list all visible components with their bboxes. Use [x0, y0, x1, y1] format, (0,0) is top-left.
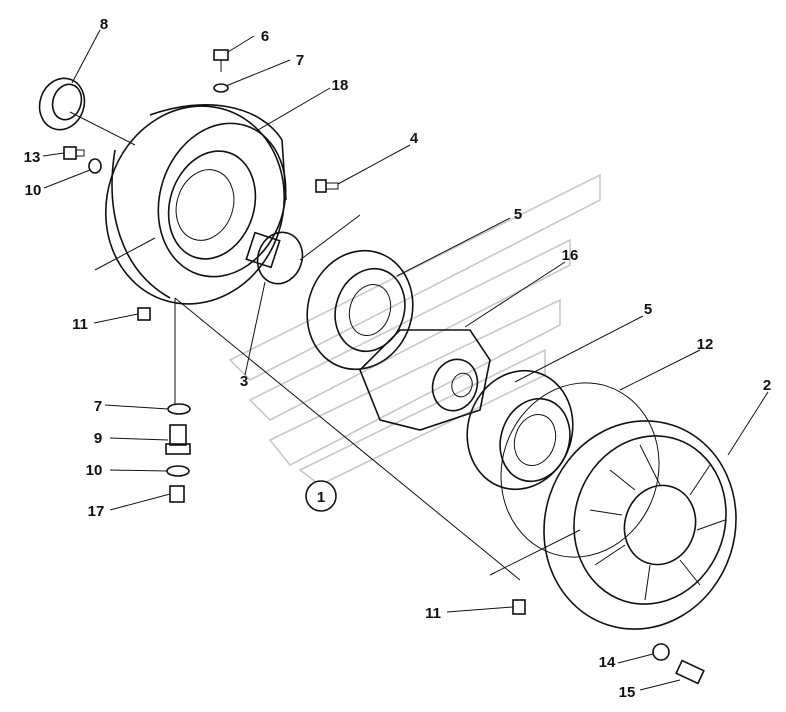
small-parts	[63, 49, 705, 685]
bearing-lower	[466, 369, 574, 491]
callout-7-top: 7	[296, 52, 304, 69]
callout-4: 4	[410, 130, 419, 147]
assembly-callout-circle	[305, 480, 337, 512]
callout-13: 13	[24, 149, 41, 166]
assembly-lines	[69, 111, 581, 581]
seal-ring	[38, 77, 86, 131]
callout-9: 9	[94, 430, 102, 447]
callout-3: 3	[240, 373, 248, 390]
callout-15: 15	[619, 684, 636, 701]
crank-eccentric	[359, 329, 491, 431]
callout-5-upper: 5	[514, 206, 522, 223]
callout-8: 8	[100, 16, 108, 33]
watermark	[228, 173, 601, 486]
callout-1: 1	[317, 489, 325, 506]
leader-lines	[42, 29, 769, 691]
bearing-upper	[306, 249, 414, 371]
o-ring	[500, 382, 660, 558]
callout-14: 14	[599, 654, 616, 671]
callout-5-lower: 5	[644, 301, 652, 318]
callout-10-top: 10	[25, 182, 42, 199]
callout-6: 6	[261, 28, 269, 45]
callout-7-bottom: 7	[94, 398, 102, 415]
callout-11-bottom: 11	[425, 605, 441, 622]
callout-18: 18	[332, 77, 349, 94]
pinion-flange	[245, 231, 304, 285]
callout-2: 2	[763, 377, 771, 394]
callout-12: 12	[697, 336, 714, 353]
callout-10-bottom: 10	[86, 462, 103, 479]
cover	[543, 420, 737, 630]
callout-11-left: 11	[72, 316, 88, 333]
callout-17: 17	[88, 503, 105, 520]
callout-16: 16	[562, 247, 579, 264]
